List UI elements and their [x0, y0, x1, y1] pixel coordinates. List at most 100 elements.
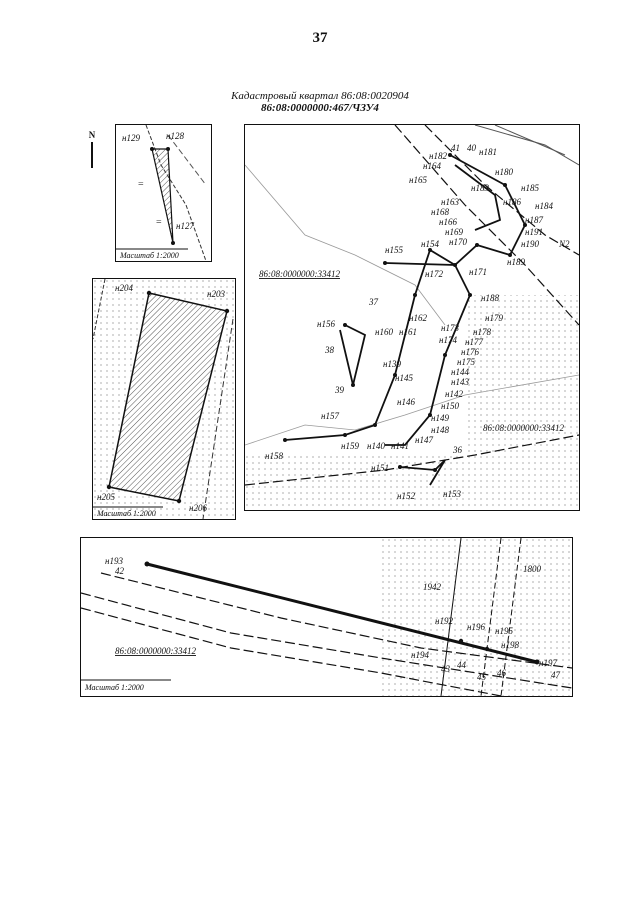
point-label: н143: [451, 377, 469, 387]
point-label: 1800: [523, 564, 542, 574]
point-label: н178: [473, 327, 491, 337]
point-label: 40: [467, 143, 477, 153]
point-label: н147: [415, 435, 433, 445]
point-label: н196: [467, 622, 485, 632]
point-label: н195: [495, 626, 513, 636]
point-label: 41: [451, 143, 460, 153]
inset-top-map: н129 н128 н127 = = Масштаб 1:2000: [115, 124, 212, 262]
point-marker: [458, 638, 464, 644]
point-label: н185: [521, 183, 539, 193]
point-label: н152: [397, 491, 415, 501]
svg-text:=: =: [138, 179, 144, 190]
point-label: н148: [431, 425, 449, 435]
point-label: н180: [495, 167, 513, 177]
point-marker: [144, 561, 150, 567]
inset-top-drawing: н129 н128 н127 = = Масштаб 1:2000: [116, 125, 207, 261]
point-label: н156: [317, 319, 335, 329]
point-label: н190: [521, 239, 539, 249]
main-map-drawing: 86:08:0000000:33412 86:08:0000000:33412 …: [245, 125, 579, 510]
point-marker: [534, 659, 540, 665]
point-label: н146: [397, 397, 415, 407]
point-label: н194: [411, 650, 429, 660]
bottom-strip-drawing: н193 42 1942 1800 н192 н196 н195 н198 н1…: [81, 538, 572, 696]
point-label: н175: [457, 357, 475, 367]
point-label: н169: [445, 227, 463, 237]
point-label: н149: [431, 413, 449, 423]
point-label: н128: [166, 131, 184, 141]
point-label: 43: [441, 664, 451, 674]
point-label: н157: [321, 411, 339, 421]
point-label: н155: [385, 245, 403, 255]
cadastral-quarter-title: Кадастровый квартал 86:08:0020904: [231, 90, 409, 102]
point-label: н162: [409, 313, 427, 323]
inset-left-drawing: н204 н203 н205 н206 Масштаб 1:2000: [93, 279, 235, 519]
point-label: н171: [469, 267, 487, 277]
main-map-point-markers: [283, 153, 527, 472]
point-label: н204: [115, 283, 133, 293]
point-label: н129: [122, 133, 140, 143]
point-label: н168: [431, 207, 449, 217]
point-label: н179: [485, 313, 503, 323]
page-number: 37: [312, 30, 328, 46]
north-arrow: N: [86, 130, 98, 168]
parcel-label-right: 86:08:0000000:33412: [483, 423, 564, 433]
point-label: н191: [525, 227, 543, 237]
point-label: н198: [501, 640, 519, 650]
point-label: н188: [481, 293, 499, 303]
point-label: н161: [399, 327, 417, 337]
point-label: н159: [341, 441, 359, 451]
point-label: н205: [97, 492, 115, 502]
point-label: 37: [368, 297, 379, 307]
point-label: н144: [451, 367, 469, 377]
point-label: н170: [449, 237, 467, 247]
point-label: н158: [265, 451, 283, 461]
point-label: н164: [423, 161, 441, 171]
point-label: н151: [371, 463, 389, 473]
point-label: 44: [457, 660, 467, 670]
point-label: 47: [551, 670, 561, 680]
point-label: н192: [435, 616, 453, 626]
point-label: н163: [441, 197, 459, 207]
point-label: н187: [525, 215, 543, 225]
point-label: н142: [445, 389, 463, 399]
point-label: н153: [443, 489, 461, 499]
point-label: н140: [367, 441, 385, 451]
point-label: н182: [429, 151, 447, 161]
point-label: 45: [477, 672, 487, 682]
road-label: N2: [558, 239, 570, 249]
bottom-scale: Масштаб 1:2000: [84, 683, 144, 692]
point-label: н141: [391, 441, 409, 451]
point-label: н127: [176, 221, 194, 231]
point-label: н145: [395, 373, 413, 383]
point-label: 36: [452, 445, 463, 455]
inset-left-scale: Масштаб 1:2000: [96, 509, 156, 518]
point-label: н172: [425, 269, 443, 279]
point-label: н193: [105, 556, 123, 566]
point-label: н181: [479, 147, 497, 157]
point-label: н150: [441, 401, 459, 411]
north-label: N: [88, 130, 96, 140]
point-label: н174: [439, 335, 457, 345]
point-marker: [484, 646, 490, 652]
point-label: 38: [324, 345, 335, 355]
inset-top-scale: Масштаб 1:2000: [119, 251, 179, 260]
svg-text:=: =: [156, 217, 162, 228]
point-label: н184: [535, 201, 553, 211]
point-label: н176: [461, 347, 479, 357]
point-label: н189: [507, 257, 525, 267]
bottom-strip-map: н193 42 1942 1800 н192 н196 н195 н198 н1…: [80, 537, 573, 697]
point-label: н154: [421, 239, 439, 249]
point-label: 1942: [423, 582, 442, 592]
inset-left-map: н204 н203 н205 н206 Масштаб 1:2000: [92, 278, 236, 520]
parcel-label-left: 86:08:0000000:33412: [259, 269, 340, 279]
point-label: н203: [207, 289, 225, 299]
point-label: н177: [465, 337, 483, 347]
point-label: 46: [497, 668, 507, 678]
main-map: 86:08:0000000:33412 86:08:0000000:33412 …: [244, 124, 580, 511]
north-arrow-icon: [91, 142, 93, 168]
point-label: н165: [409, 175, 427, 185]
point-label: н166: [439, 217, 457, 227]
bottom-parcel-label: 86:08:0000000:33412: [115, 646, 196, 656]
point-label: н160: [375, 327, 393, 337]
point-label: н139: [383, 359, 401, 369]
